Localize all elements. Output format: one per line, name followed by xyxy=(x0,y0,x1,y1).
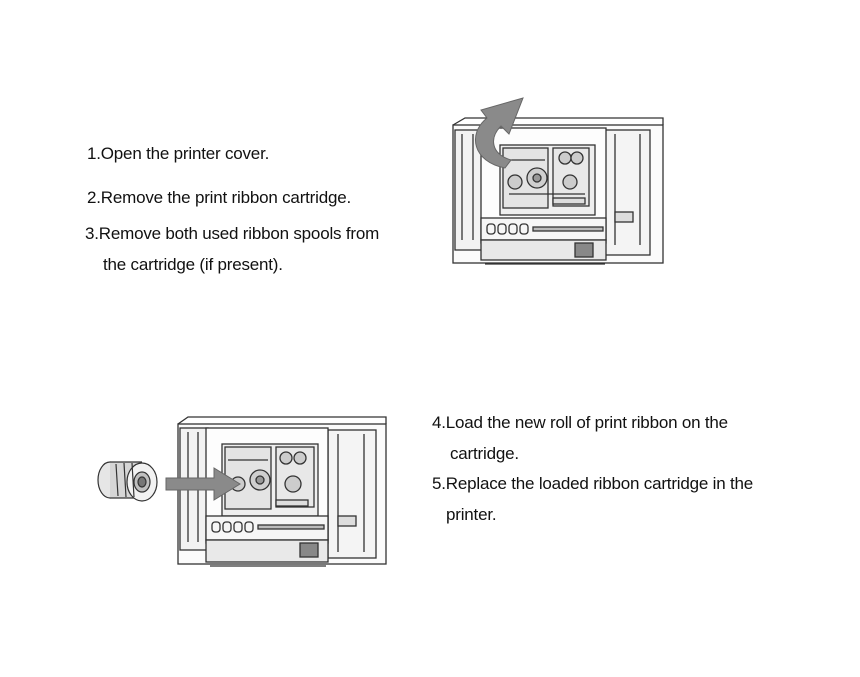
step-number: 2. xyxy=(87,188,101,207)
step-text-continued: the cartridge (if present). xyxy=(103,255,283,274)
step-number: 5. xyxy=(432,474,446,493)
step-text-continued: printer. xyxy=(446,505,497,524)
ribbon-roll-icon xyxy=(97,461,158,502)
printer-insert-ribbon-icon xyxy=(97,416,387,567)
step-text: Open the printer cover. xyxy=(100,144,270,163)
step-number: 4. xyxy=(432,413,446,432)
step-2: 2.Remove the print ribbon cartridge. xyxy=(87,187,351,209)
step-text: Remove the print ribbon cartridge. xyxy=(100,188,351,207)
step-text-continued: cartridge. xyxy=(450,444,519,463)
step-text: Load the new roll of print ribbon on the xyxy=(445,413,728,432)
step-text: Remove both used ribbon spools from xyxy=(98,224,380,243)
step-1: 1.Open the printer cover. xyxy=(87,143,269,165)
step-5: 5.Replace the loaded ribbon cartridge in… xyxy=(432,473,753,526)
step-3: 3.Remove both used ribbon spools from th… xyxy=(85,223,379,276)
step-4: 4.Load the new roll of print ribbon on t… xyxy=(432,412,728,465)
curved-arrow-icon xyxy=(474,97,524,169)
step-text: Replace the loaded ribbon cartridge in t… xyxy=(445,474,754,493)
step-number: 3. xyxy=(85,224,99,243)
printer-open-cover-icon xyxy=(452,97,664,265)
step-number: 1. xyxy=(87,144,101,163)
right-arrow-icon xyxy=(165,467,241,501)
